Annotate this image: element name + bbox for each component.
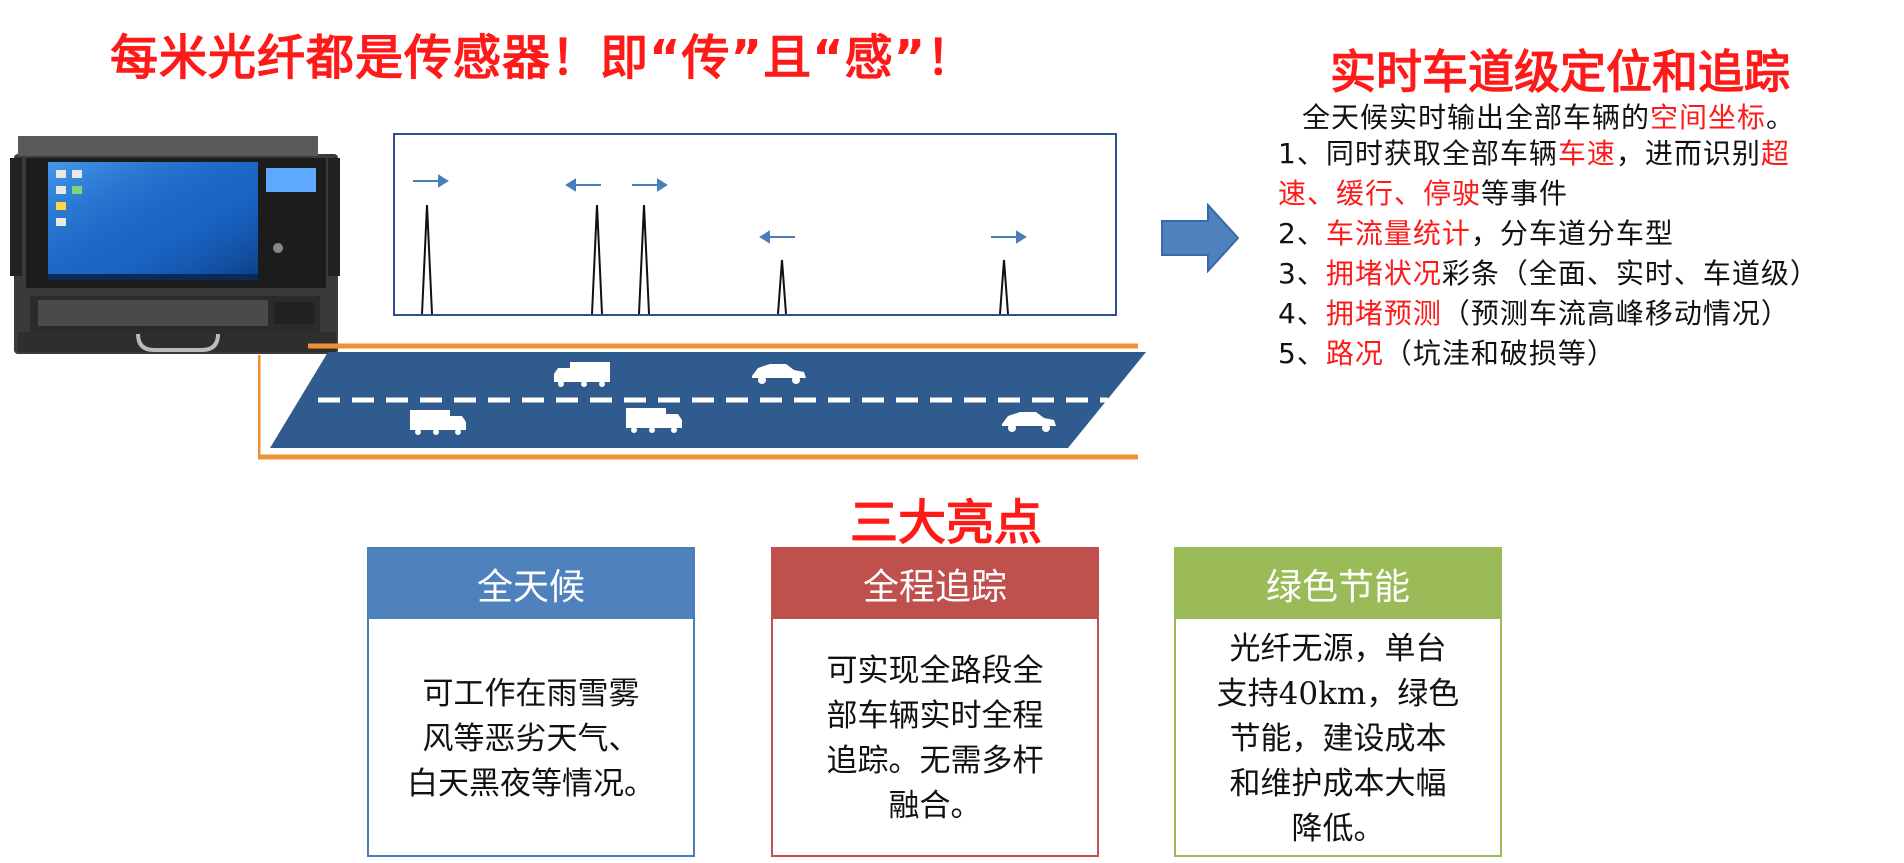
card-line: 追踪。无需多杆	[826, 743, 1044, 779]
feature-text: （预测车流高峰移动情况）	[1441, 297, 1790, 330]
card-line: 可实现全路段全	[826, 653, 1044, 689]
intro-text: 全天候实时输出全部车辆的	[1302, 101, 1651, 134]
truck-icon	[410, 410, 466, 435]
signal-peak	[591, 204, 603, 315]
right-title: 实时车道级定位和追踪	[1330, 45, 1790, 99]
card-line: 光纤无源，单台	[1229, 630, 1447, 667]
intro-text-end: 。	[1766, 101, 1796, 134]
card-title: 全天候	[369, 549, 693, 619]
card-all-weather: 全天候 可工作在雨雪雾 风等恶劣天气、 白天黑夜等情况。	[367, 547, 695, 857]
truck-icon	[626, 408, 682, 433]
feature-text: 3、	[1278, 257, 1326, 290]
vibration-signal-chart	[413, 174, 1027, 315]
feature-item-4: 4、拥堵预测（预测车流高峰移动情况）	[1278, 294, 1790, 334]
signal-peak	[999, 259, 1009, 315]
card-line: 节能，建设成本	[1229, 720, 1447, 757]
card-title: 全程追踪	[773, 549, 1097, 619]
feature-text: 4、	[1278, 297, 1326, 330]
feature-text: ，分车道分车型	[1470, 217, 1674, 250]
card-body: 光纤无源，单台 支持40km，绿色 节能，建设成本 和维护成本大幅 降低。	[1176, 619, 1500, 859]
signal-panel	[393, 133, 1117, 316]
feature-highlight: 超	[1760, 137, 1790, 170]
road-diagram	[258, 343, 1146, 460]
card-line: 部车辆实时全程	[826, 698, 1044, 734]
feature-highlight: 车速	[1557, 137, 1616, 170]
card-title: 绿色节能	[1176, 549, 1500, 619]
truck-icon	[554, 362, 610, 387]
signal-peak	[777, 259, 787, 315]
feature-text: （坑洼和破损等）	[1383, 337, 1616, 370]
signal-peak	[421, 204, 433, 315]
feature-highlight: 拥堵预测	[1325, 297, 1442, 330]
right-intro: 全天候实时输出全部车辆的空间坐标。	[1302, 96, 1795, 136]
card-line: 和维护成本大幅	[1229, 765, 1447, 802]
card-line: 降低。	[1291, 810, 1385, 847]
feature-text: 5、	[1278, 337, 1326, 370]
fiber-line	[258, 355, 1138, 460]
card-line: 融合。	[888, 788, 982, 824]
headline: 每米光纤都是传感器！即“传”且“感”！	[110, 30, 976, 86]
card-green-energy: 绿色节能 光纤无源，单台 支持40km，绿色 节能，建设成本 和维护成本大幅 降…	[1174, 547, 1502, 857]
feature-text: 1、同时获取全部车辆	[1278, 137, 1558, 170]
highlights-title: 三大亮点	[850, 495, 1043, 551]
card-full-tracking: 全程追踪 可实现全路段全 部车辆实时全程 追踪。无需多杆 融合。	[771, 547, 1099, 857]
server-rack-icon	[10, 136, 340, 354]
feature-text: 等事件	[1481, 177, 1569, 210]
feature-item-2: 2、车流量统计，分车道分车型	[1278, 214, 1674, 254]
feature-item-3: 3、拥堵状况彩条（全面、实时、车道级）	[1278, 254, 1819, 294]
feature-highlight: 路况	[1325, 337, 1384, 370]
card-body: 可工作在雨雪雾 风等恶劣天气、 白天黑夜等情况。	[369, 619, 693, 859]
car-icon	[1002, 412, 1056, 432]
car-icon	[752, 364, 806, 384]
feature-item-1: 1、同时获取全部车辆车速，进而识别超 速、缓行、停驶等事件	[1278, 134, 1790, 214]
intro-highlight: 空间坐标	[1650, 101, 1767, 134]
right-arrow-icon	[1161, 203, 1240, 273]
feature-highlight: 拥堵状况	[1325, 257, 1442, 290]
feature-highlight: 车流量统计	[1325, 217, 1471, 250]
card-line: 可工作在雨雪雾	[422, 675, 640, 712]
feature-item-5: 5、路况（坑洼和破损等）	[1278, 334, 1616, 374]
feature-text: 彩条（全面、实时、车道级）	[1441, 257, 1819, 290]
signal-peak	[638, 204, 650, 315]
feature-text: 2、	[1278, 217, 1326, 250]
card-body: 可实现全路段全 部车辆实时全程 追踪。无需多杆 融合。	[773, 619, 1097, 859]
feature-highlight: 速、缓行、停驶	[1278, 177, 1482, 210]
card-line: 支持40km，绿色	[1216, 675, 1460, 712]
card-line: 风等恶劣天气、	[422, 720, 640, 757]
feature-text: ，进而识别	[1615, 137, 1761, 170]
card-line: 白天黑夜等情况。	[407, 765, 655, 802]
